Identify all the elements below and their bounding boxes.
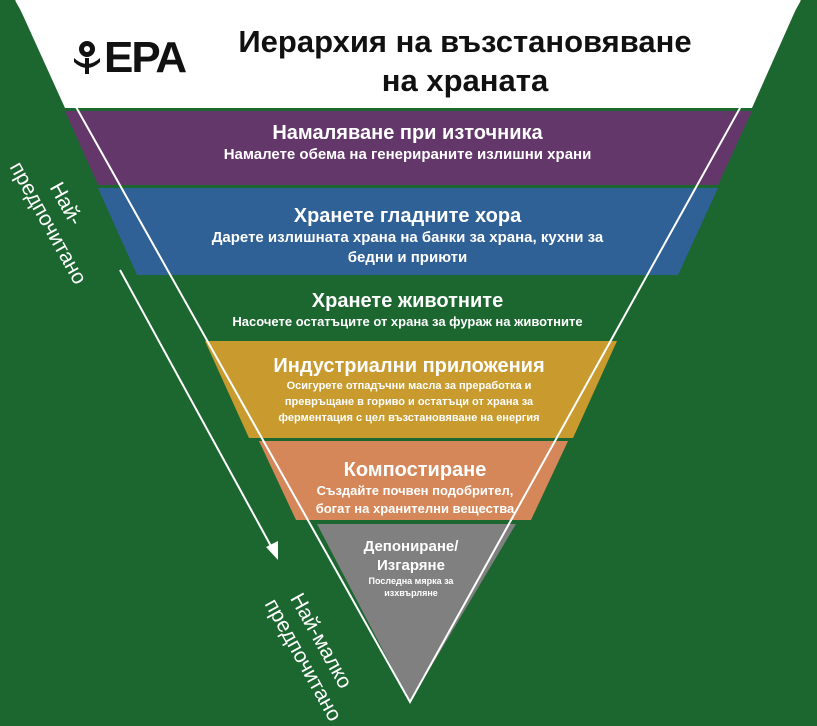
level-desc: Създайте почвен подобрител, [316,483,514,498]
epa-flower-icon [74,41,100,74]
level-heading: Компостиране [343,459,487,481]
band-source-reduction [65,111,752,185]
band-landfill [317,524,516,702]
level-feed-people: Хранете гладните хора Дарете излишната х… [160,204,655,268]
page-title: Иерархия на възстановяване на храната [215,22,715,100]
level-desc: Последна мярка за [368,576,454,586]
preference-arrow-head [266,541,278,560]
level-desc: бедни и приюти [347,249,468,266]
level-desc: Дарете излишната храна на банки за храна… [211,229,604,246]
title-band [16,0,800,108]
level-desc: изхвърляне [384,588,438,598]
level-desc: Насочете остатъците от храна за фураж на… [232,314,583,329]
band-composting [259,441,568,520]
level-heading: Индустриални приложения [273,355,545,377]
level-source-reduction: Намаляване при източника Намалете обема … [150,121,665,165]
level-composting: Компостиране Създайте почвен подобрител,… [280,458,550,518]
level-industrial: Индустриални приложения Осигурете отпадъ… [240,354,578,426]
level-heading: Намаляване при източника [272,122,543,144]
title-line-1: Иерархия на възстановяване [238,24,692,59]
level-desc: Осигурете отпадъчни масла за преработка … [286,380,532,392]
level-desc: богат на хранителни вещества [315,501,515,516]
level-desc: ферментация с цел възстановяване на енер… [278,412,540,424]
level-desc: Намалете обема на генерираните излишни х… [223,146,592,163]
preference-arrow-line [119,269,273,549]
band-feed-animals [137,275,678,338]
level-landfill: Депониране/ Изгаряне Последна мярка за и… [336,537,486,599]
level-heading: Депониране/ [363,538,459,555]
band-industrial [205,341,617,438]
level-feed-animals: Хранете животните Насочете остатъците от… [170,289,645,331]
level-heading: Изгаряне [377,557,445,574]
epa-logo-text: EPA [104,33,187,82]
epa-logo: EPA [72,33,192,82]
band-feed-people [98,188,718,275]
level-desc: превръщане в гориво и остатъци от храна … [284,396,534,408]
level-heading: Хранете гладните хора [293,205,522,227]
level-heading: Хранете животните [311,290,504,312]
funnel-outline [15,0,801,705]
title-line-2: на храната [381,63,549,98]
